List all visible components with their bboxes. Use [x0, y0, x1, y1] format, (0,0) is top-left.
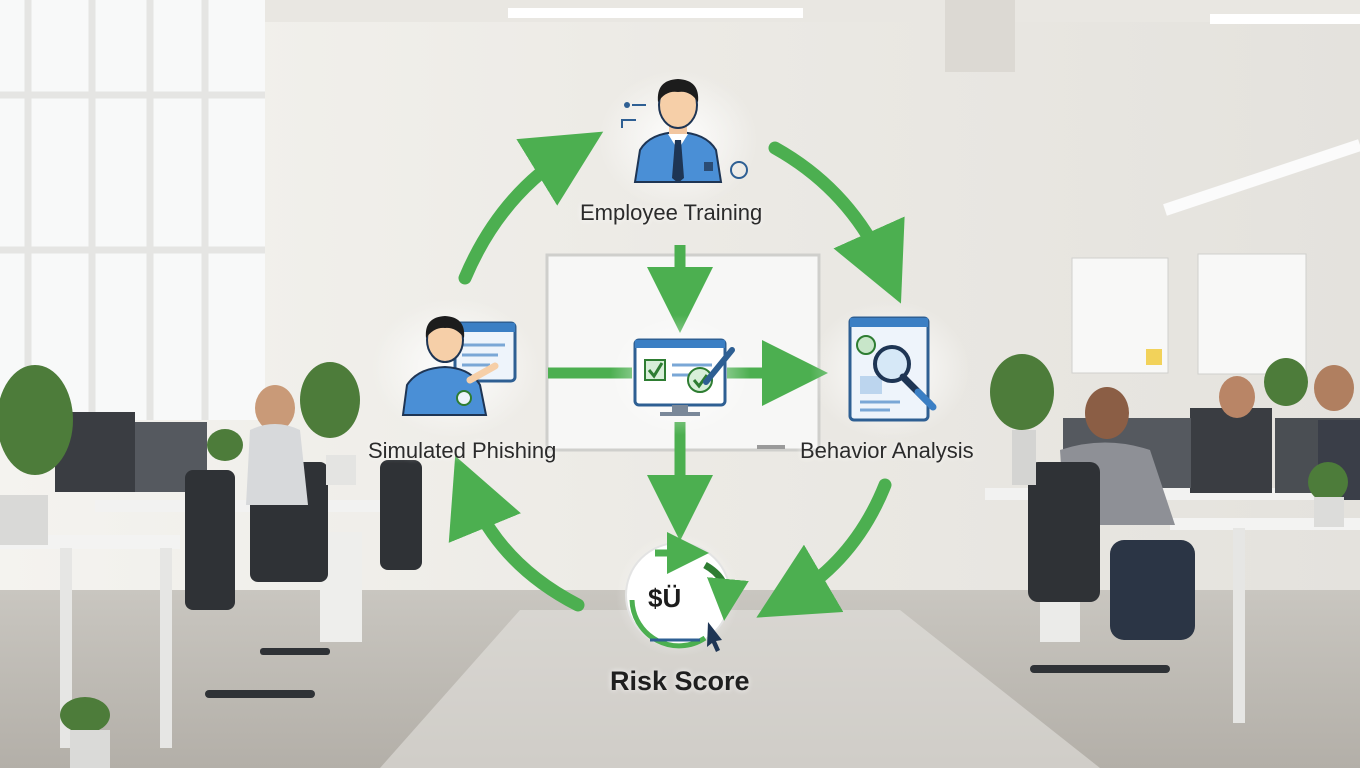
node-label-employee-training: Employee Training: [580, 200, 763, 225]
arrow-phishing-to-training: [458, 131, 604, 285]
magnifier-report-icon: [810, 300, 970, 440]
phishing-screen-icon: [370, 298, 540, 438]
monitor-check-icon: [610, 315, 750, 435]
node-label-behavior-analysis: Behavior Analysis: [800, 438, 974, 463]
risk-score-badge-text: $Ü: [648, 583, 682, 613]
cycle-arrows: [448, 131, 905, 618]
node-label-simulated-phishing: Simulated Phishing: [368, 438, 557, 463]
arrow-training-to-behavior: [768, 141, 905, 304]
employee-icon: [598, 70, 758, 210]
risk-score-gauge-icon: [616, 532, 749, 657]
node-label-risk-score: Risk Score: [610, 666, 750, 696]
arrow-risk-to-phishing: [448, 455, 585, 612]
arrow-behavior-to-risk: [756, 478, 892, 618]
